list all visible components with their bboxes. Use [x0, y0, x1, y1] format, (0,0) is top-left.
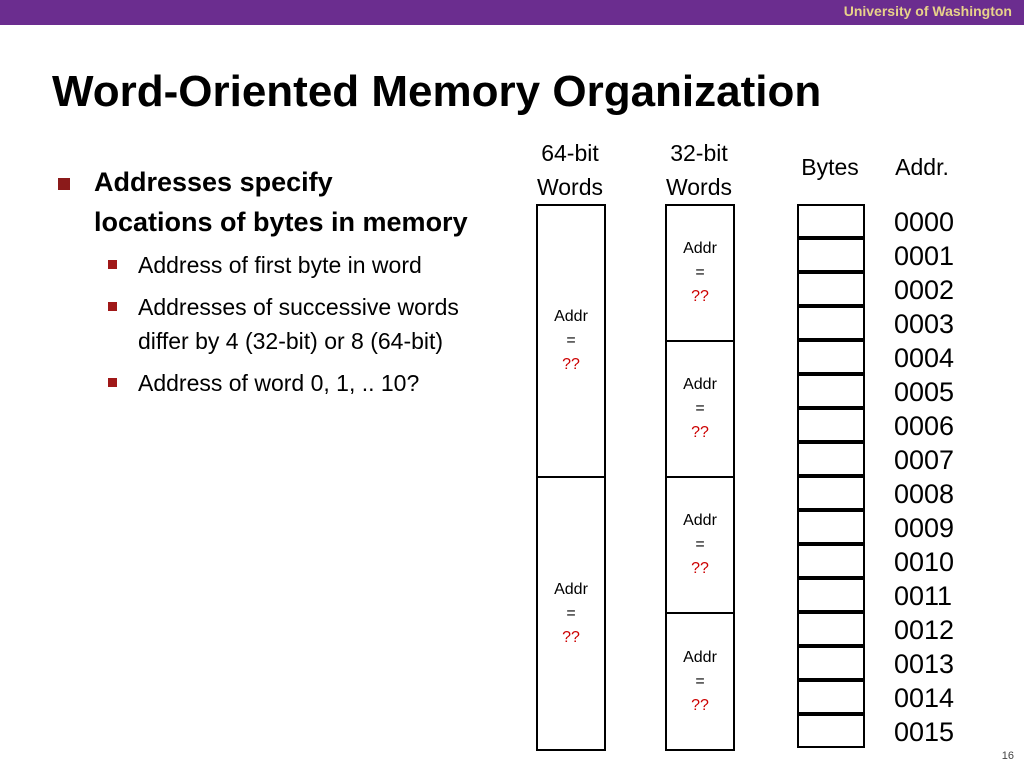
slide-title: Word-Oriented Memory Organization: [52, 67, 822, 116]
byte-address: 0011: [894, 581, 953, 611]
word-label: Addr: [683, 648, 717, 666]
word-label: Addr: [683, 376, 717, 393]
byte-cell: [797, 714, 865, 748]
square-bullet-icon: [108, 378, 117, 387]
word32-box: Addr = ??: [665, 204, 735, 342]
byte-cell: [797, 340, 865, 374]
word-address-unknown: ??: [691, 288, 709, 305]
byte-address: 0010: [894, 547, 955, 577]
byte-address: 0001: [894, 241, 955, 271]
byte-cell: [797, 272, 865, 306]
word-address-unknown: ??: [562, 356, 580, 373]
main-bullet-line: locations of bytes in memory: [94, 207, 468, 237]
byte-address: 0002: [894, 275, 955, 305]
word-label: =: [566, 332, 576, 349]
byte-cell: [797, 476, 865, 510]
word64-box: Addr = ??: [536, 204, 606, 478]
byte-cell: [797, 680, 865, 714]
byte-address: 0007: [894, 445, 955, 475]
byte-address: 0008: [894, 479, 955, 509]
sub-bullet-text: Address of first byte in word: [138, 252, 422, 278]
byte-cell: [797, 578, 865, 612]
header-32bit-words: 32-bit Words: [649, 136, 749, 204]
byte-address: 0004: [894, 343, 955, 373]
word-label: =: [695, 264, 705, 281]
word-label: =: [695, 672, 705, 690]
header-addr: Addr.: [895, 154, 949, 180]
byte-address: 0015: [894, 717, 955, 747]
sub-bullet-text: Addresses of successive words: [138, 294, 459, 320]
square-bullet-icon: [108, 302, 117, 311]
square-bullet-icon: [58, 178, 70, 190]
byte-address: 0014: [894, 683, 955, 713]
word-address-unknown: ??: [691, 560, 709, 577]
sub-bullet-list: Address of first byte in word Addresses …: [56, 248, 516, 400]
word32-box: Addr = ??: [665, 476, 735, 614]
byte-cell: [797, 204, 865, 238]
word32-box: Addr = ??: [665, 612, 735, 751]
header-bytes: Bytes: [801, 154, 859, 180]
header-64bit-words: 64-bit Words: [520, 136, 620, 204]
byte-cell: [797, 442, 865, 476]
byte-address: 0012: [894, 615, 955, 645]
byte-cell: [797, 408, 865, 442]
sub-bullet: Addresses of successive words differ by …: [56, 290, 516, 358]
page-number: 16: [1001, 750, 1014, 762]
square-bullet-icon: [108, 260, 117, 269]
byte-cell: [797, 238, 865, 272]
byte-address: 0003: [894, 309, 955, 339]
main-bullet-line: Addresses specify: [94, 167, 333, 197]
byte-cell: [797, 306, 865, 340]
word-label: =: [695, 536, 705, 553]
sub-bullet-text: Address of word 0, 1, .. 10?: [138, 370, 420, 396]
word-label: Addr: [554, 308, 588, 325]
byte-address: 0000: [894, 207, 955, 237]
byte-address: 0009: [894, 513, 955, 543]
byte-address: 0005: [894, 377, 955, 407]
byte-cell: [797, 612, 865, 646]
byte-cell: [797, 544, 865, 578]
byte-cell: [797, 510, 865, 544]
word-label: =: [695, 400, 705, 417]
word-address-unknown: ??: [691, 424, 709, 441]
byte-address: 0013: [894, 649, 955, 679]
main-bullet: Addresses specify locations of bytes in …: [56, 162, 516, 242]
sub-bullet: Address of first byte in word: [56, 248, 516, 282]
word-label: =: [566, 604, 576, 622]
byte-cell: [797, 374, 865, 408]
word64-box: Addr = ??: [536, 476, 606, 751]
header-bar: University of Washington: [0, 0, 1024, 25]
word-label: Addr: [554, 580, 588, 598]
sub-bullet: Address of word 0, 1, .. 10?: [56, 366, 516, 400]
header-line: Words: [665, 174, 733, 200]
word-label: Addr: [683, 512, 717, 529]
header-line: 64-bit: [541, 140, 599, 166]
word-address-unknown: ??: [562, 628, 580, 646]
word-label: Addr: [683, 240, 717, 257]
sub-bullet-text: differ by 4 (32-bit) or 8 (64-bit): [138, 328, 444, 354]
bullet-list: Addresses specify locations of bytes in …: [56, 162, 516, 408]
word-address-unknown: ??: [691, 696, 709, 714]
word32-box: Addr = ??: [665, 340, 735, 478]
header-line: Words: [536, 174, 604, 200]
byte-cell: [797, 646, 865, 680]
institution-name: University of Washington: [843, 3, 1012, 19]
byte-address: 0006: [894, 411, 955, 441]
header-line: 32-bit: [670, 140, 728, 166]
